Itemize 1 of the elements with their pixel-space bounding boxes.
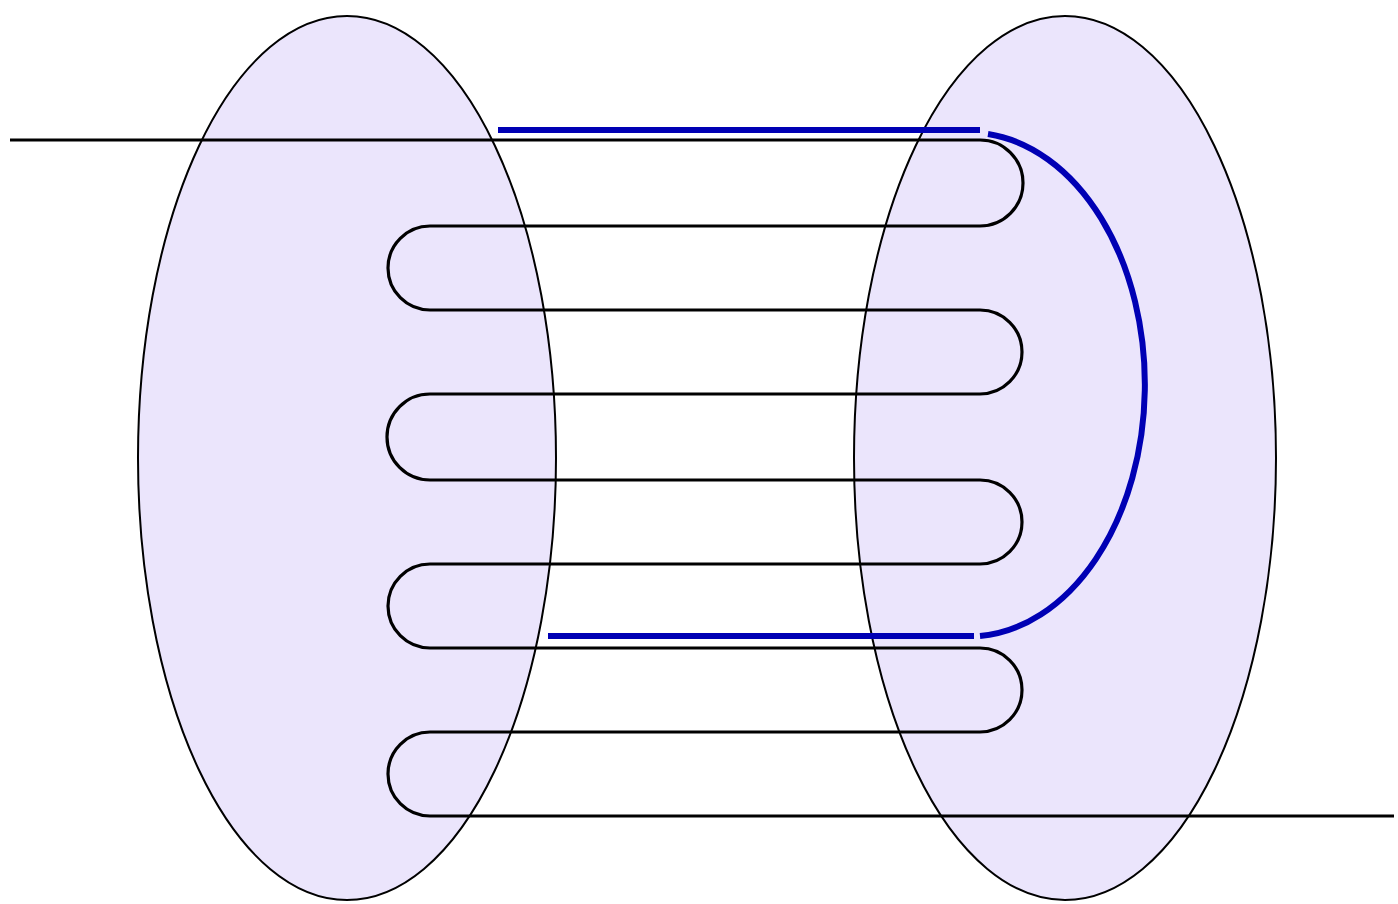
curved-connector [495,127,1148,639]
